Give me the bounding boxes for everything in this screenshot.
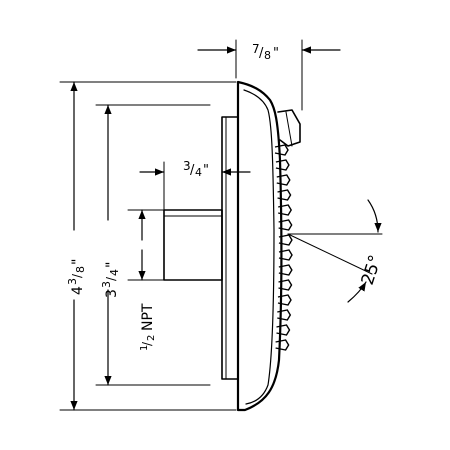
spray-nozzle: [278, 204, 292, 216]
spray-nozzle: [277, 294, 292, 306]
svg-text:/: /: [104, 276, 118, 281]
spray-nozzle: [275, 159, 290, 171]
dim-plate-whole: 3: [104, 289, 120, 298]
spray-nozzle: [278, 234, 293, 246]
svg-text:/: /: [70, 273, 84, 278]
svg-text:/: /: [140, 341, 154, 346]
dim-overall-height: 4 3 / 8 ": [59, 81, 237, 411]
dim-tilt-angle: 25°: [287, 199, 386, 303]
angle-label: 25°: [358, 253, 386, 288]
dim-overall-num: 3: [66, 278, 79, 285]
spray-nozzle: [278, 264, 293, 276]
dim-stem-num: 3: [183, 159, 191, 173]
dim-pipe-den: 2: [146, 335, 157, 341]
svg-text:/: /: [190, 163, 195, 178]
dim-overall-den: 8: [74, 266, 87, 273]
dim-overall-suffix: ": [70, 259, 86, 265]
spray-nozzle: [277, 309, 292, 321]
spray-nozzle: [278, 219, 293, 231]
svg-text:/: /: [259, 46, 264, 61]
spray-nozzle: [277, 189, 292, 201]
dim-plate-suffix: ": [104, 262, 120, 268]
spray-nozzle: [276, 174, 291, 186]
spray-nozzle: [276, 324, 291, 336]
spray-nozzle: [278, 249, 293, 261]
dim-stem-suffix: ": [203, 163, 209, 178]
dim-plate-height: 3 3 / 4 ": [95, 104, 211, 386]
spray-nozzle: [278, 279, 293, 291]
dim-overall-whole: 4: [70, 286, 86, 295]
dim-depth-top-suffix: ": [273, 46, 279, 61]
spray-nozzles: [274, 144, 293, 351]
dim-stem-den: 4: [195, 166, 202, 179]
dim-depth-top: 7 / 8 ": [197, 39, 341, 111]
dim-pipe: 1 / 2 NPT: [127, 209, 165, 351]
dim-plate-den: 4: [108, 269, 121, 276]
dim-pipe-suffix: NPT: [140, 303, 156, 331]
spray-nozzle: [274, 144, 289, 156]
dim-plate-num: 3: [100, 281, 113, 288]
dim-depth-top-num: 7: [252, 42, 260, 56]
dim-pipe-num: 1: [139, 345, 150, 351]
spray-nozzle: [275, 339, 290, 351]
dim-stem-length: 3 / 4 ": [139, 159, 251, 211]
dim-depth-top-den: 8: [264, 49, 271, 62]
shower-head-body: [163, 80, 301, 412]
